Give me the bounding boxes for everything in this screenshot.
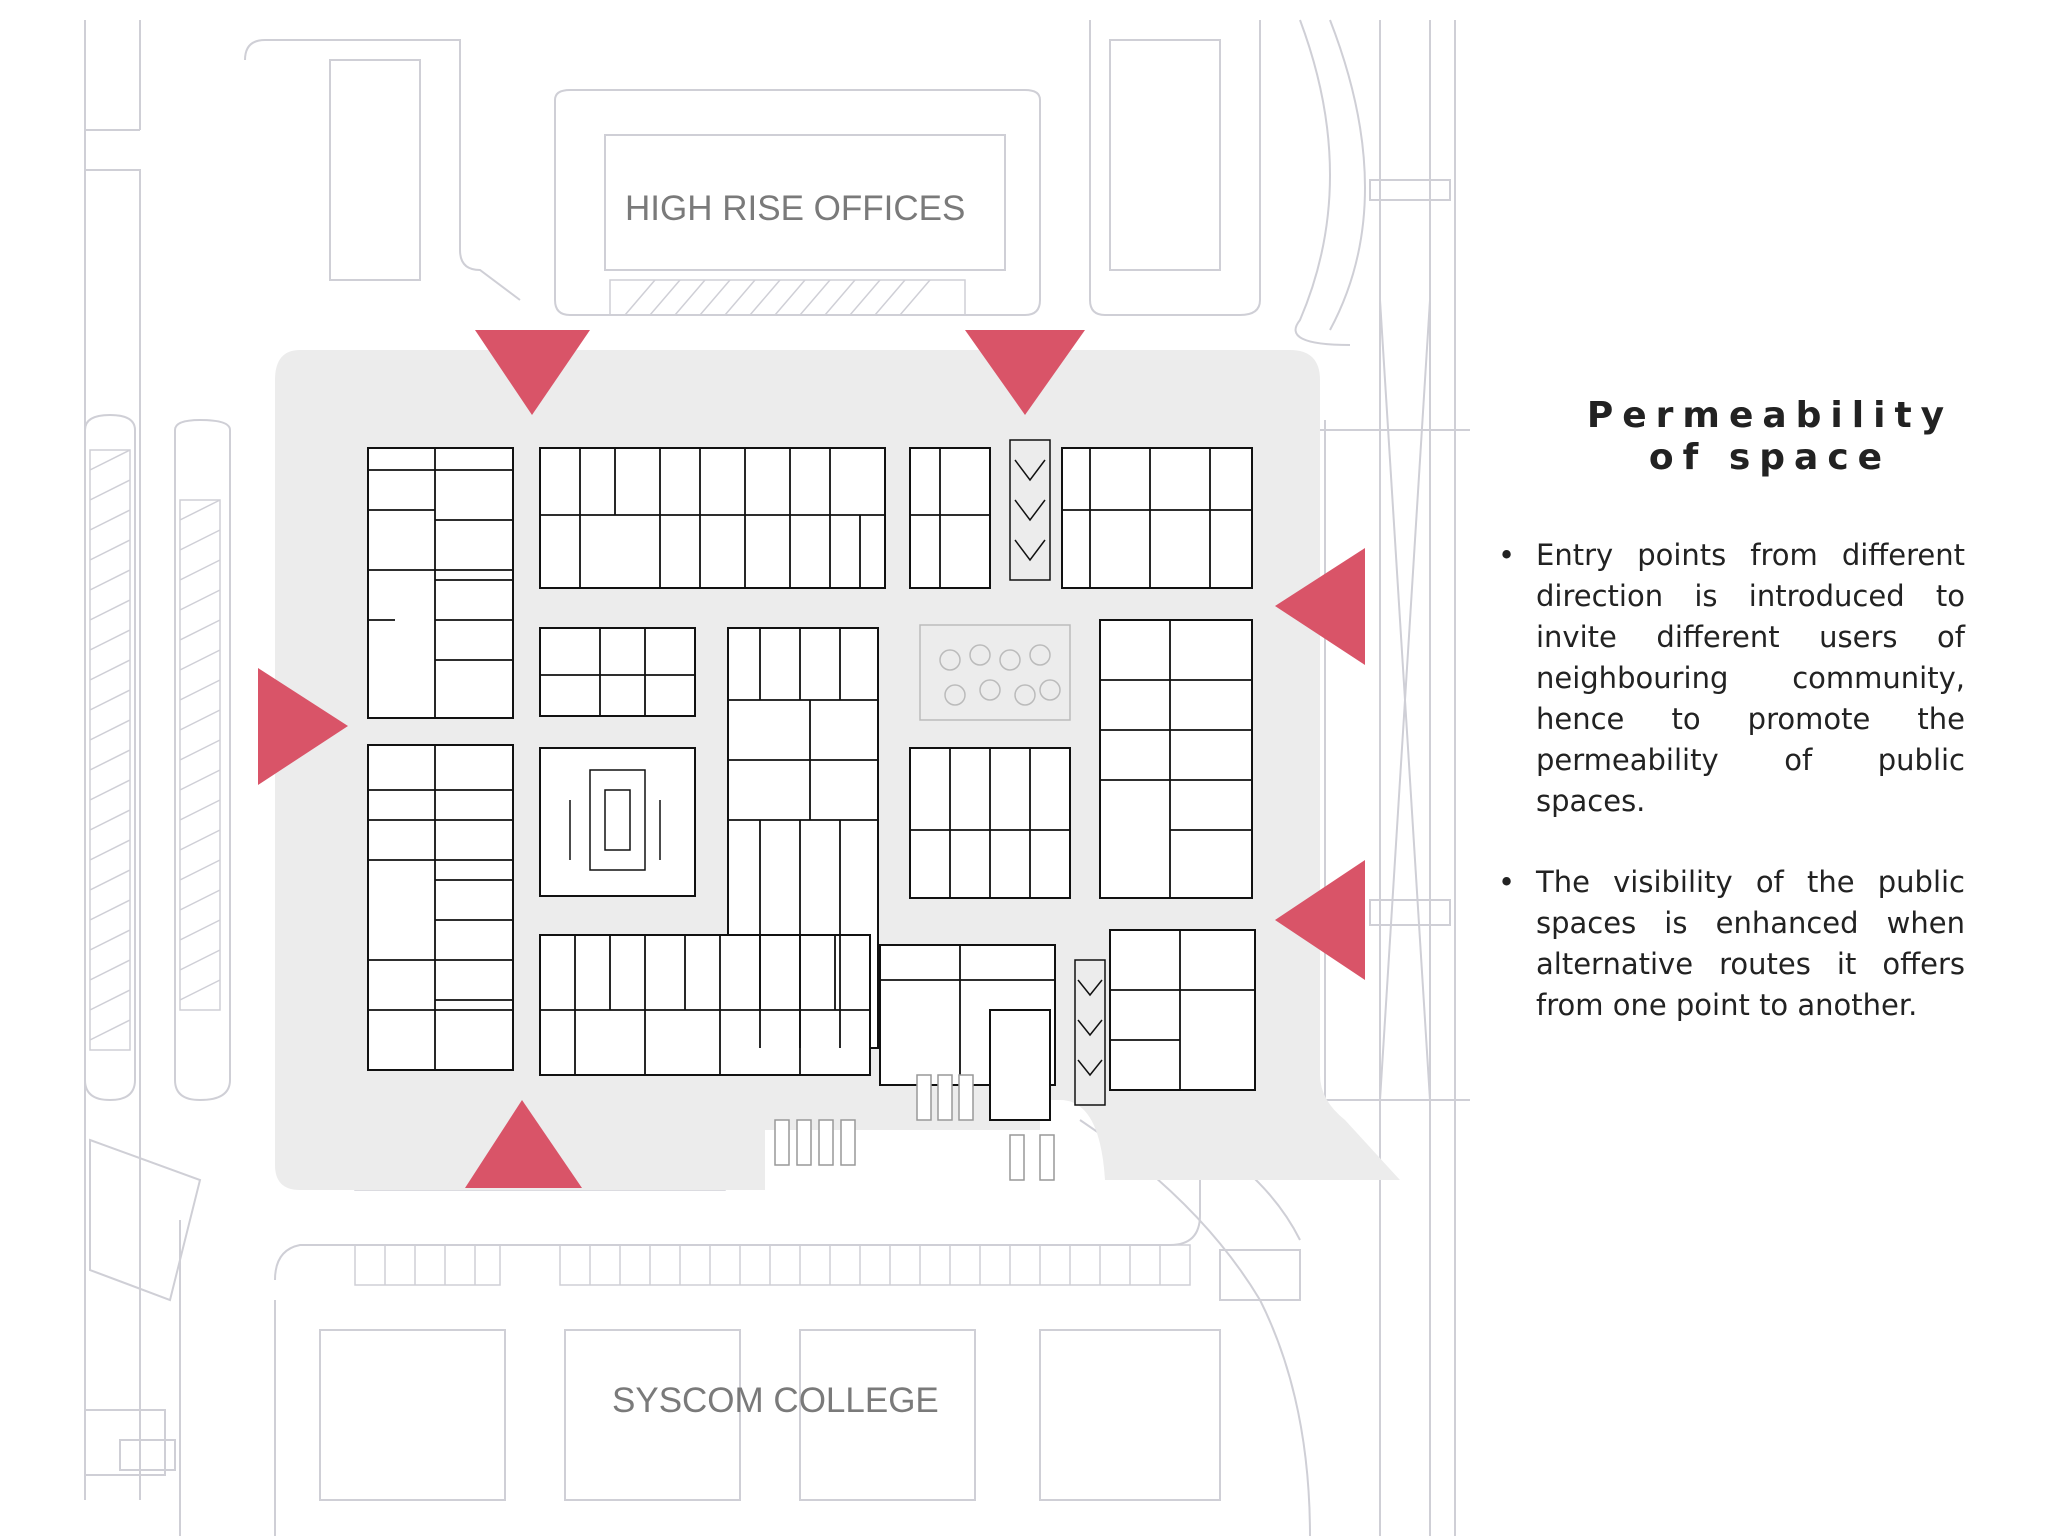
entry-arrow-top-right	[965, 330, 1085, 415]
bullet-dot: •	[1498, 865, 1516, 899]
bullet-list: • Entry points from different direction …	[1490, 535, 1965, 1066]
entry-arrow-left	[258, 668, 348, 785]
panel-title: Permeability of space	[1560, 395, 1980, 479]
bullet-item: • The visibility of the public spaces is…	[1490, 862, 1965, 1026]
entry-arrows	[258, 330, 1365, 1188]
bullet-item: • Entry points from different direction …	[1490, 535, 1965, 822]
entry-arrow-bottom	[465, 1100, 582, 1188]
label-syscom-college: SYSCOM COLLEGE	[612, 1381, 939, 1420]
entry-arrow-right-lower	[1275, 860, 1365, 980]
bullet-text: Entry points from different direction is…	[1536, 538, 1965, 818]
building-blocks	[367, 447, 1256, 1121]
label-high-rise-offices: HIGH RISE OFFICES	[625, 189, 965, 228]
site-plan: HIGH RISE OFFICES SYSCOM COLLEGE	[84, 19, 1470, 1536]
title-line-1: Permeability	[1586, 395, 1954, 436]
parked-trucks	[774, 1074, 1055, 1181]
bullet-text: The visibility of the public spaces is e…	[1536, 865, 1965, 1022]
entry-arrow-top-left	[475, 330, 590, 415]
title-line-2: of space	[1648, 437, 1892, 478]
courtyard-landscape	[919, 624, 1071, 721]
entry-arrow-right-upper	[1275, 548, 1365, 665]
core-details	[569, 439, 1106, 1106]
bullet-dot: •	[1498, 538, 1516, 572]
interior-partitions	[368, 448, 1255, 1090]
